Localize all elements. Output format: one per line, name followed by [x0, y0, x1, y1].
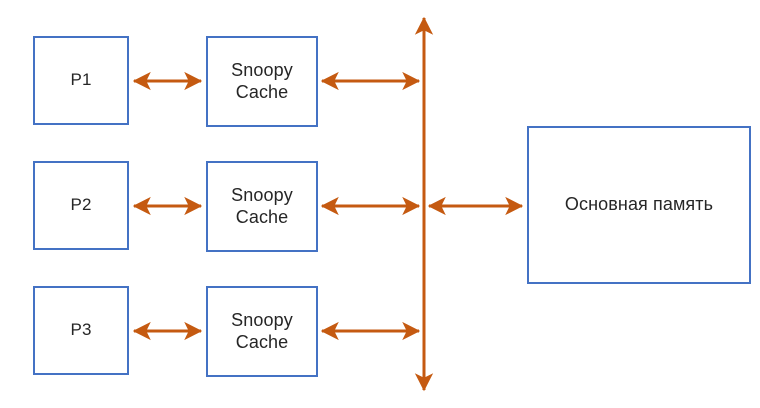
processor-label-p1: P1 — [70, 70, 92, 90]
processor-node-p2[interactable]: P2 — [33, 161, 129, 250]
connection-p3-cache3[interactable] — [130, 323, 206, 339]
cache-label-1: Snoopy Cache — [231, 59, 293, 102]
cache-label-2: Snoopy Cache — [231, 184, 293, 227]
connection-p2-cache2[interactable] — [130, 198, 206, 214]
main-memory-label: Основная память — [564, 194, 714, 215]
main-memory-node[interactable]: Основная память — [527, 126, 751, 284]
connection-cache2-bus[interactable] — [318, 198, 424, 214]
connection-cache3-bus[interactable] — [318, 323, 424, 339]
cache-label-3: Snoopy Cache — [231, 309, 293, 352]
connection-p1-cache1[interactable] — [130, 73, 206, 89]
connection-bus-memory[interactable] — [424, 198, 527, 214]
processor-node-p3[interactable]: P3 — [33, 286, 129, 375]
connection-cache1-bus[interactable] — [318, 73, 424, 89]
cache-node-1[interactable]: Snoopy Cache — [206, 36, 318, 127]
cache-node-3[interactable]: Snoopy Cache — [206, 286, 318, 377]
processor-label-p2: P2 — [70, 195, 92, 215]
processor-node-p1[interactable]: P1 — [33, 36, 129, 125]
system-bus[interactable] — [416, 10, 432, 398]
cache-node-2[interactable]: Snoopy Cache — [206, 161, 318, 252]
processor-label-p3: P3 — [70, 320, 92, 340]
